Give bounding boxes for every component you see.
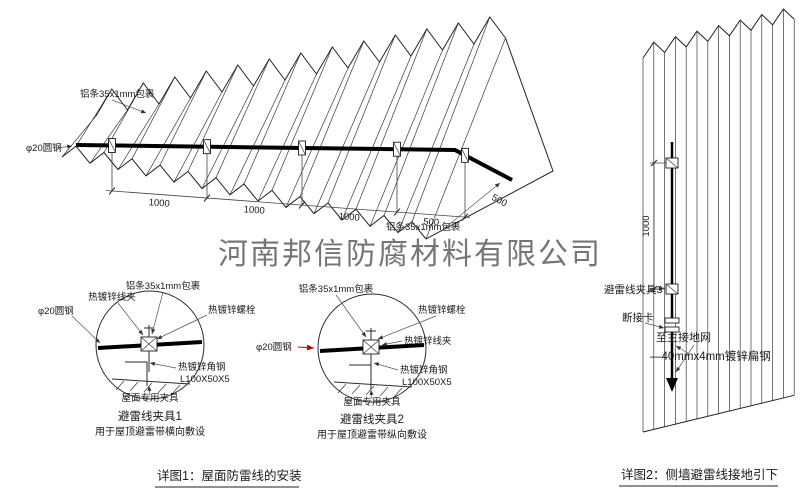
detail2-angle-steel-label: 热镀锌角钢 (400, 364, 448, 376)
roof-round-steel-label: φ20圆钢 (26, 142, 62, 154)
detail2-roof-surface (333, 381, 413, 388)
roof-top-profile (95, 16, 506, 117)
detail-circle-1: 热镀锌线夹 铝条35x1mm包裹 热镀锌螺栓 φ20圆钢 热镀锌角钢 L100X… (38, 280, 256, 438)
detail2-angle-steel (349, 364, 372, 389)
wall-ground-label: 至主接地网 (656, 331, 711, 344)
detail2-circle (317, 293, 427, 403)
detail-circle-2: 铝条35x1mm包裹 热镀锌螺栓 φ20圆钢 热镀锌线夹 热镀锌角钢 L100X… (256, 283, 466, 441)
wall-disconnect-clamp (664, 317, 680, 333)
roof-lightning-wire (75, 143, 513, 182)
detail1-angle-steel-label: 热镀锌角钢 (178, 361, 226, 373)
wall-annotations: 避雷线夹具3 断接卡 至主接地网 —40mmx4mm镀锌扁钢 (604, 283, 771, 373)
wall-flat-steel-label: —40mmx4mm镀锌扁钢 (650, 349, 771, 363)
detail2-internals (319, 328, 425, 398)
roof-alu-strip-label-top: 铝条35x1mm包裹 (80, 88, 155, 100)
detail1-roof-surface (111, 378, 191, 385)
roof-annotations: 铝条35x1mm包裹 φ20圆钢 铝条35x1mm包裹 (26, 88, 501, 233)
roof-dim-1000-2: 1000 (243, 204, 265, 216)
detail2-round-steel-label: φ20圆钢 (256, 341, 292, 353)
detail2-wire-clamp-label: 热镀锌线夹 (404, 335, 452, 347)
detail2-alu-wrap-label: 铝条35x1mm包裹 (299, 283, 374, 295)
wall-bottom-edge (642, 394, 795, 433)
wall-disconnect-label: 断接卡 (622, 311, 654, 324)
detail1-alu-wrap-label: 铝条35x1mm包裹 (126, 280, 201, 292)
detail1-wire-clamp-label: 热镀锌线夹 (88, 291, 136, 303)
captions: 详图1：屋面防雷线的安装 详图2：侧墙避雷线接地引下 (155, 467, 778, 488)
roof-dim-edge-500: 500 (490, 192, 509, 209)
detail2-leaders (297, 294, 437, 400)
detail2-title: 避雷线夹具2 (340, 412, 404, 426)
detail2-roof-fixture-label: 屋面专用夹具 (343, 396, 401, 408)
detail1-internals (97, 325, 203, 395)
roof-dim-500: 500 (423, 216, 440, 228)
detail1-bolt (144, 325, 154, 372)
detail1-subtitle: 用于屋顶避雷带横向敷设 (95, 425, 205, 438)
roof-dim-1000-1: 1000 (148, 197, 170, 209)
detail2-red-arrow (297, 344, 315, 351)
detail2-angle-spec-label: L100X50X5 (402, 377, 452, 388)
caption-detail1: 详图1：屋面防雷线的安装 (157, 468, 301, 483)
wall-clamp3-label: 避雷线夹具3 (604, 283, 662, 296)
detail1-roof-fixture-label: 屋面专用夹具 (121, 392, 179, 404)
roof-valley-lines (61, 37, 506, 240)
detail1-leaders (71, 291, 208, 397)
detail1-angle-spec-label: L100X50X5 (180, 374, 230, 385)
detail2-subtitle: 用于屋顶避雷带纵向敷设 (317, 428, 427, 441)
roof-right-edge (425, 37, 554, 240)
roof-dim-1000-3: 1000 (338, 211, 360, 223)
roof-isometric-view: 1000 1000 1000 500 500 铝条35x1mm包裹 φ20圆钢 … (26, 16, 554, 240)
wall-dimension: 1000 (641, 159, 666, 293)
detail2-bolt-label: 热镀锌螺栓 (418, 304, 466, 316)
roof-bottom-profile (61, 145, 427, 240)
caption-detail2: 详图2：侧墙避雷线接地引下 (621, 467, 778, 482)
roof-wire-clamps (108, 138, 469, 163)
roof-crest-lines (75, 16, 491, 222)
wall-corrugation-lines (642, 9, 795, 432)
detail1-angle-steel (125, 361, 148, 386)
company-watermark: 河南邦信防腐材料有限公司 (218, 238, 602, 271)
detail1-bolt-label: 热镀锌螺栓 (208, 304, 256, 316)
detail1-title: 避雷线夹具1 (118, 409, 182, 423)
detail1-circle (95, 290, 205, 400)
wall-dim-1000: 1000 (641, 215, 652, 236)
down-arrow (666, 378, 678, 392)
wall-view: 1000 避雷线夹具3 断接卡 至主接地网 —40mmx4mm镀锌扁钢 (604, 8, 795, 433)
roof-dimension-chain: 1000 1000 1000 500 500 (105, 152, 509, 229)
roof-alu-strip-label-bottom: 铝条35x1mm包裹 (386, 221, 461, 233)
detail1-round-steel-label: φ20圆钢 (38, 305, 74, 317)
